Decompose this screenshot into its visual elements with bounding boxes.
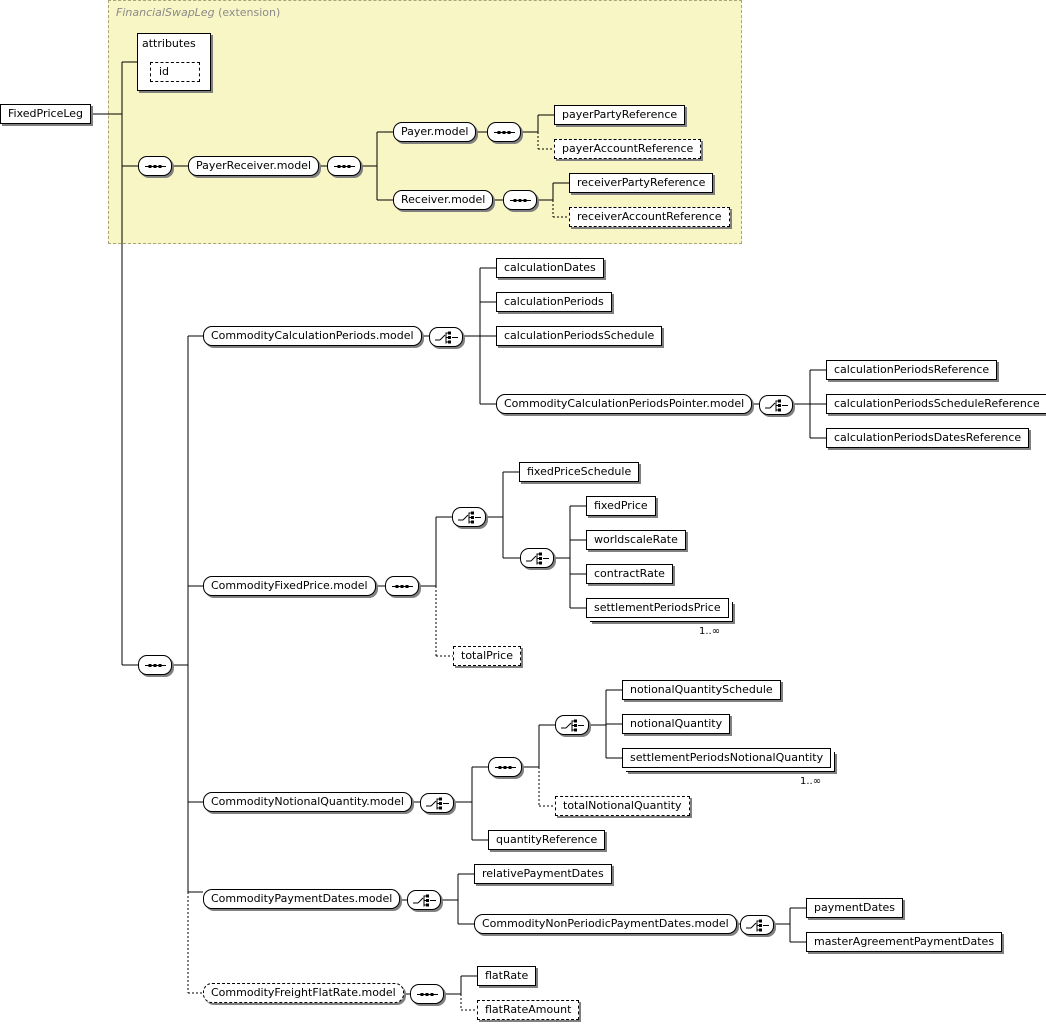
sequence-compositor-payer (487, 122, 521, 142)
sequence-compositor-notional (488, 757, 522, 777)
settlement-periods-notional-quantity-occurrence: 1..∞ (800, 776, 822, 787)
attribute-id[interactable]: id (150, 62, 200, 82)
sequence-compositor-payer-receiver-model (327, 156, 361, 176)
fixed-price-model-group[interactable]: CommodityFixedPrice.model (203, 576, 376, 596)
payment-dates-element[interactable]: paymentDates (806, 898, 904, 918)
total-price-element[interactable]: totalPrice (453, 646, 521, 666)
settlement-periods-price-element[interactable]: settlementPeriodsPrice (586, 598, 729, 618)
sequence-compositor-main (138, 655, 172, 675)
relative-payment-dates-element[interactable]: relativePaymentDates (474, 864, 612, 884)
sequence-compositor-fixed-price (385, 576, 419, 596)
calculation-periods-schedule-element[interactable]: calculationPeriodsSchedule (496, 326, 663, 346)
sequence-compositor-freight (410, 984, 444, 1004)
notional-quantity-schedule-element[interactable]: notionalQuantitySchedule (622, 680, 781, 700)
choice-compositor-pointer (759, 395, 793, 415)
choice-compositor-non-periodic (740, 915, 774, 935)
settlement-periods-price-occurrence: 1..∞ (699, 626, 721, 637)
flat-rate-amount-element[interactable]: flatRateAmount (477, 1000, 580, 1020)
settlement-periods-notional-quantity-element[interactable]: settlementPeriodsNotionalQuantity (622, 748, 832, 768)
flat-rate-element[interactable]: flatRate (477, 966, 537, 986)
attributes-label: attributes (142, 37, 196, 50)
payer-receiver-model-group[interactable]: PayerReceiver.model (188, 156, 320, 176)
choice-compositor-notional (420, 793, 454, 813)
receiver-model-group[interactable]: Receiver.model (393, 190, 494, 210)
contract-rate-element[interactable]: contractRate (586, 564, 673, 584)
master-agreement-payment-dates-element[interactable]: masterAgreementPaymentDates (806, 932, 1003, 952)
calculation-periods-model-group[interactable]: CommodityCalculationPeriods.model (203, 326, 422, 346)
payer-account-reference-element[interactable]: payerAccountReference (554, 139, 702, 159)
worldscale-rate-element[interactable]: worldscaleRate (586, 530, 686, 550)
sequence-compositor-receiver (503, 190, 537, 210)
choice-compositor-fixed-price-outer (452, 507, 486, 527)
root-element[interactable]: FixedPriceLeg (0, 104, 92, 124)
calculation-periods-dates-reference-element[interactable]: calculationPeriodsDatesReference (826, 428, 1030, 448)
extension-suffix: (extension) (218, 6, 281, 19)
choice-compositor-payment-dates (407, 890, 441, 910)
choice-compositor-calculation-periods (429, 327, 463, 347)
calculation-periods-schedule-reference-element[interactable]: calculationPeriodsScheduleReference (826, 394, 1046, 414)
extension-type-name: FinancialSwapLeg (116, 6, 215, 19)
non-periodic-payment-dates-model-group[interactable]: CommodityNonPeriodicPaymentDates.model (474, 914, 737, 934)
quantity-reference-element[interactable]: quantityReference (488, 830, 606, 850)
calculation-dates-element[interactable]: calculationDates (496, 258, 604, 278)
attribute-id-label: id (159, 65, 170, 78)
calculation-periods-reference-element[interactable]: calculationPeriodsReference (826, 360, 998, 380)
fixed-price-schedule-element[interactable]: fixedPriceSchedule (519, 462, 640, 482)
calculation-periods-element[interactable]: calculationPeriods (496, 292, 612, 312)
payment-dates-model-group[interactable]: CommodityPaymentDates.model (203, 889, 401, 909)
choice-compositor-notional-inner (555, 715, 589, 735)
payer-party-reference-element[interactable]: payerPartyReference (554, 105, 686, 125)
receiver-account-reference-element[interactable]: receiverAccountReference (569, 207, 730, 227)
sequence-compositor-payer-receiver (138, 156, 172, 176)
choice-compositor-fixed-price-inner (520, 548, 554, 568)
receiver-party-reference-element[interactable]: receiverPartyReference (569, 173, 714, 193)
calculation-periods-pointer-model-group[interactable]: CommodityCalculationPeriodsPointer.model (496, 394, 753, 414)
notional-quantity-element[interactable]: notionalQuantity (622, 714, 731, 734)
total-notional-quantity-element[interactable]: totalNotionalQuantity (555, 796, 690, 816)
fixed-price-element[interactable]: fixedPrice (586, 496, 656, 516)
freight-flat-rate-model-group[interactable]: CommodityFreightFlatRate.model (203, 983, 404, 1003)
notional-quantity-model-group[interactable]: CommodityNotionalQuantity.model (203, 792, 412, 812)
payer-model-group[interactable]: Payer.model (393, 122, 477, 142)
extension-title: FinancialSwapLeg (extension) (116, 6, 280, 19)
